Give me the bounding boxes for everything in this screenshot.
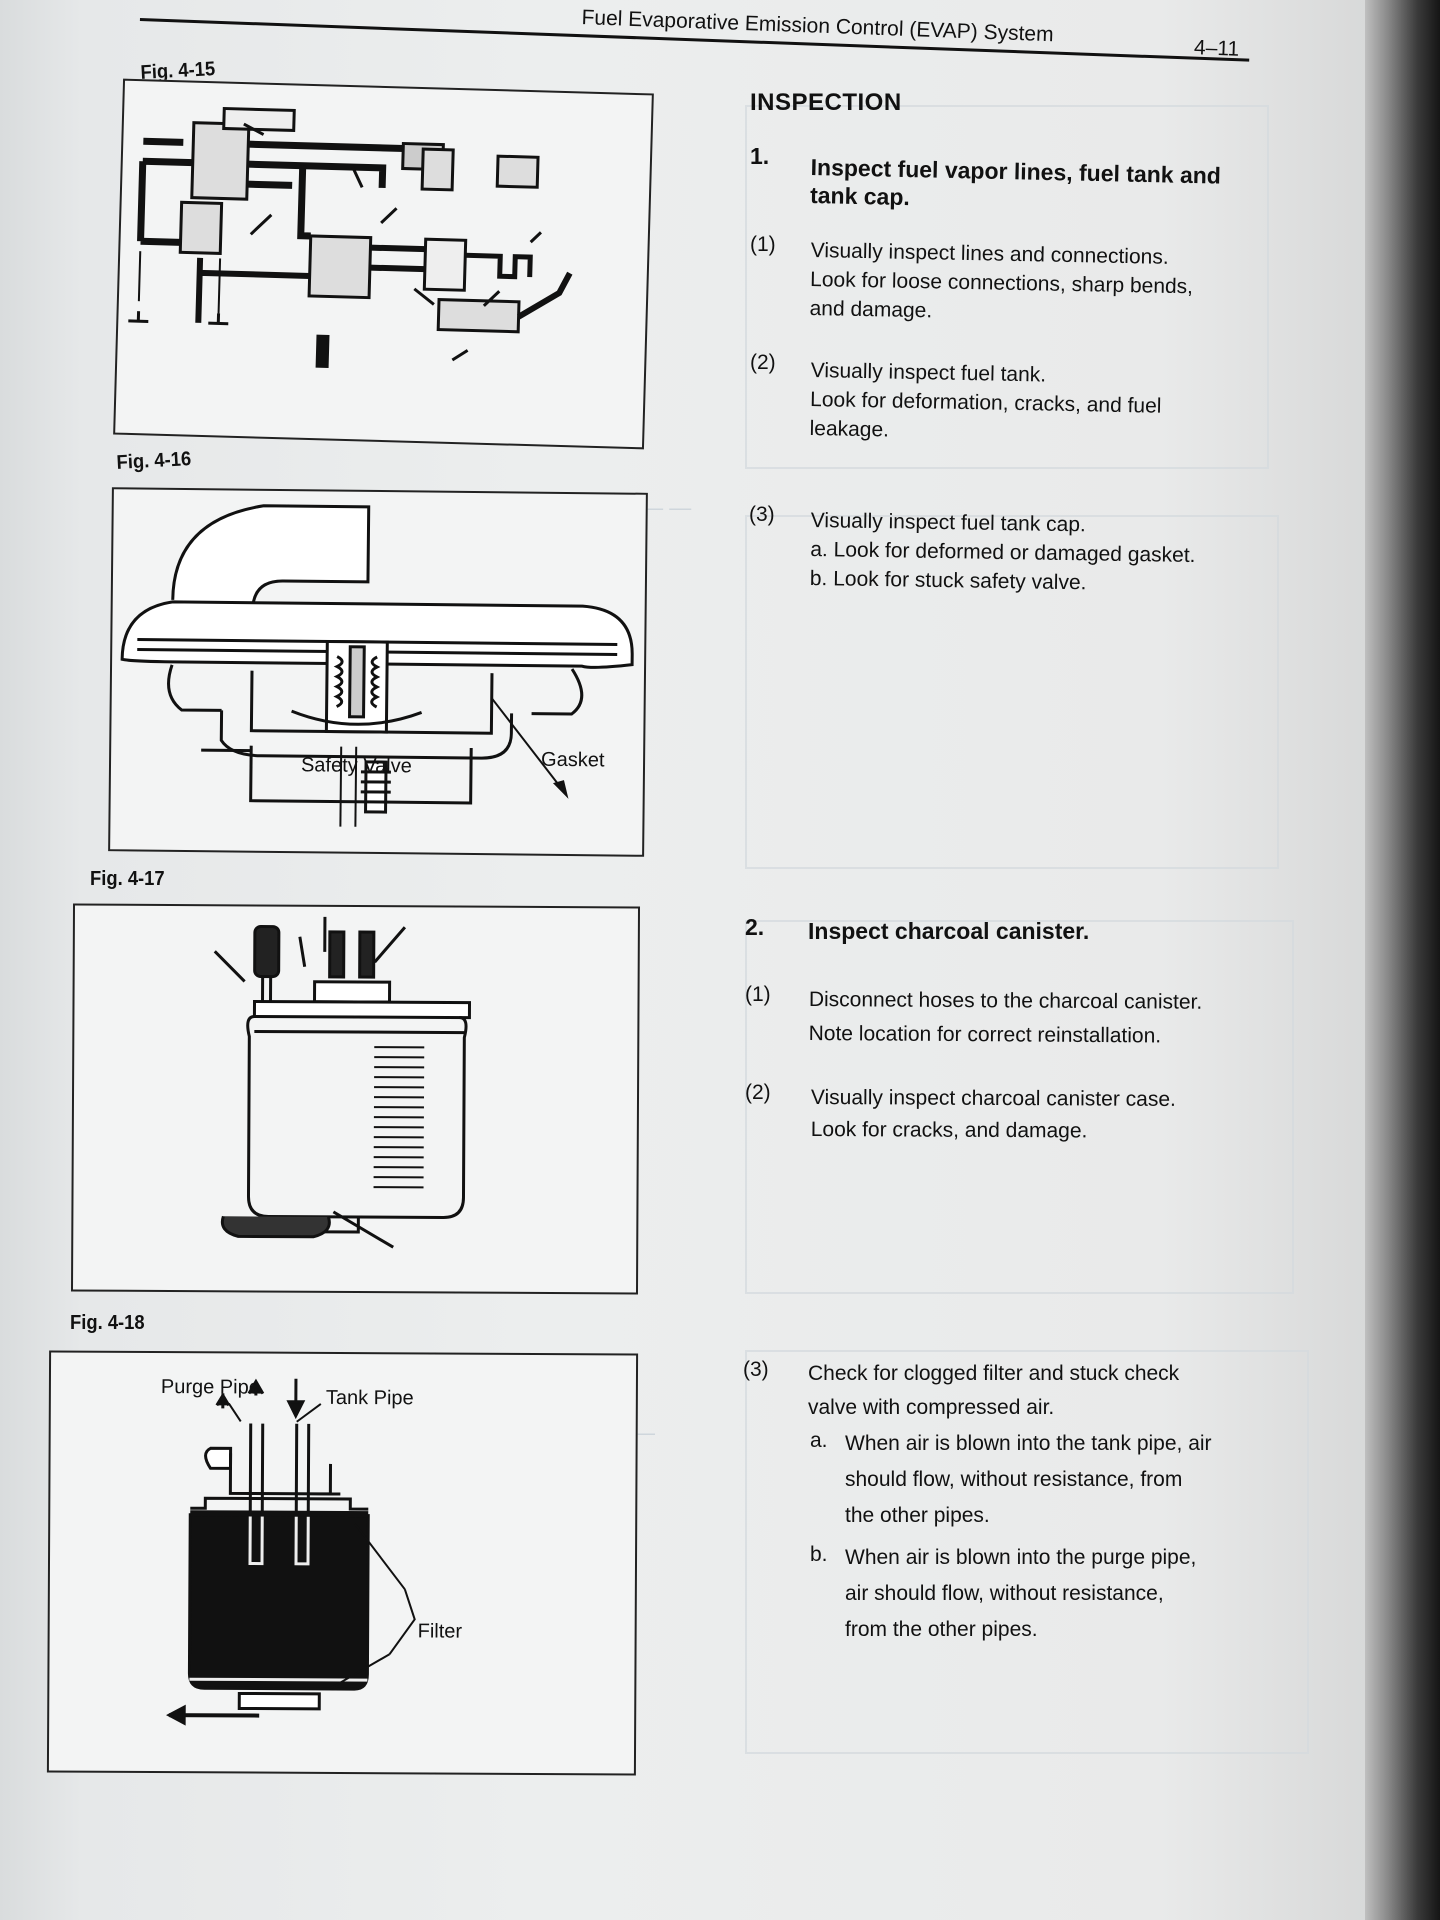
text-line: When air is blown into the tank pipe, ai… — [845, 1432, 1212, 1455]
step-1-sub-2-number: (2) — [750, 351, 776, 374]
running-header: Fuel Evaporative Emission Control (EVAP)… — [581, 6, 1054, 47]
step-2-sub-2-number: (2) — [745, 1081, 771, 1104]
step-1-title: Inspect fuel vapor lines, fuel tank and … — [809, 153, 1222, 211]
text-line: air should flow, without resistance, — [845, 1582, 1164, 1605]
step-1-number: 1. — [750, 143, 770, 169]
figure-label-4-17: Fig. 4-17 — [90, 868, 165, 890]
text-line: the other pipes. — [845, 1504, 990, 1527]
step-1-sub-3-number: (3) — [749, 503, 775, 526]
step-2-sub-3-a-text: When air is blown into the tank pipe, ai… — [845, 1426, 1303, 1534]
text-line: from the other pipes. — [845, 1618, 1038, 1641]
text-line: valve with compressed air. — [808, 1396, 1055, 1419]
step-1-sub-2-text: Visually inspect fuel tank. Look for def… — [809, 356, 1263, 452]
tank-cap-diagram — [120, 504, 634, 827]
step-2-sub-3-b-text: When air is blown into the purge pipe, a… — [845, 1540, 1307, 1648]
step-1-sub-1-number: (1) — [750, 233, 776, 256]
manual-page: — — — — — — — — — — — — — — — — — — — — … — [0, 0, 1365, 1920]
figure-4-17-charcoal-canister — [70, 903, 641, 1295]
callout-tank-pipe: Tank Pipe — [325, 1386, 414, 1410]
callout-gasket: Gasket — [540, 748, 605, 772]
step-2-sub-3-number: (3) — [743, 1358, 769, 1381]
step-2-title: Inspect charcoal canister. — [808, 918, 1090, 944]
text-line: Disconnect hoses to the charcoal caniste… — [808, 987, 1203, 1014]
step-2-sub-3-b-marker: b. — [810, 1543, 828, 1566]
step-2-sub-2-text: Visually inspect charcoal canister case.… — [811, 1082, 1289, 1149]
figure-label-4-16: Fig. 4-16 — [116, 448, 192, 474]
text-line: When air is blown into the purge pipe, — [845, 1546, 1197, 1569]
text-line: Visually inspect charcoal canister case. — [810, 1086, 1176, 1111]
step-1-sub-3-text: Visually inspect fuel tank cap. a. Look … — [810, 506, 1281, 600]
step-2-number: 2. — [745, 914, 765, 940]
text-line: Note location for correct reinstallation… — [808, 1021, 1162, 1048]
charcoal-canister-diagram — [213, 916, 472, 1249]
page-edge-shadow — [1365, 0, 1440, 1920]
text-line: Check for clogged filter and stuck check — [808, 1362, 1180, 1385]
step-2-sub-1-text: Disconnect hoses to the charcoal caniste… — [809, 983, 1289, 1054]
step-2-sub-1-number: (1) — [745, 983, 771, 1006]
figure-4-16-tank-cap: Safety Valve Gasket — [108, 487, 648, 857]
figure-4-15-evap-lines — [113, 78, 654, 450]
callout-safety-valve: Safety Valve — [300, 754, 412, 778]
callout-purge-pipe: Purge Pipe — [160, 1376, 260, 1399]
step-1-sub-1-text: Visually inspect lines and connections. … — [809, 236, 1259, 332]
evap-lines-diagram — [128, 106, 573, 369]
figure-4-18-canister-filter: Purge Pipe Tank Pipe Filter — [46, 1350, 639, 1776]
figure-label-4-18: Fig. 4-18 — [70, 1312, 145, 1334]
text-line: Look for cracks, and damage. — [810, 1117, 1088, 1143]
page-number: 4–11 — [1193, 36, 1240, 61]
step-2-sub-3-text: Check for clogged filter and stuck check… — [808, 1357, 1298, 1425]
canister-filter-diagram — [166, 1378, 416, 1726]
text-line: should flow, without resistance, from — [845, 1468, 1183, 1491]
step-2-sub-3-a-marker: a. — [810, 1429, 828, 1452]
section-heading: INSPECTION — [750, 89, 902, 116]
callout-filter: Filter — [417, 1620, 463, 1643]
